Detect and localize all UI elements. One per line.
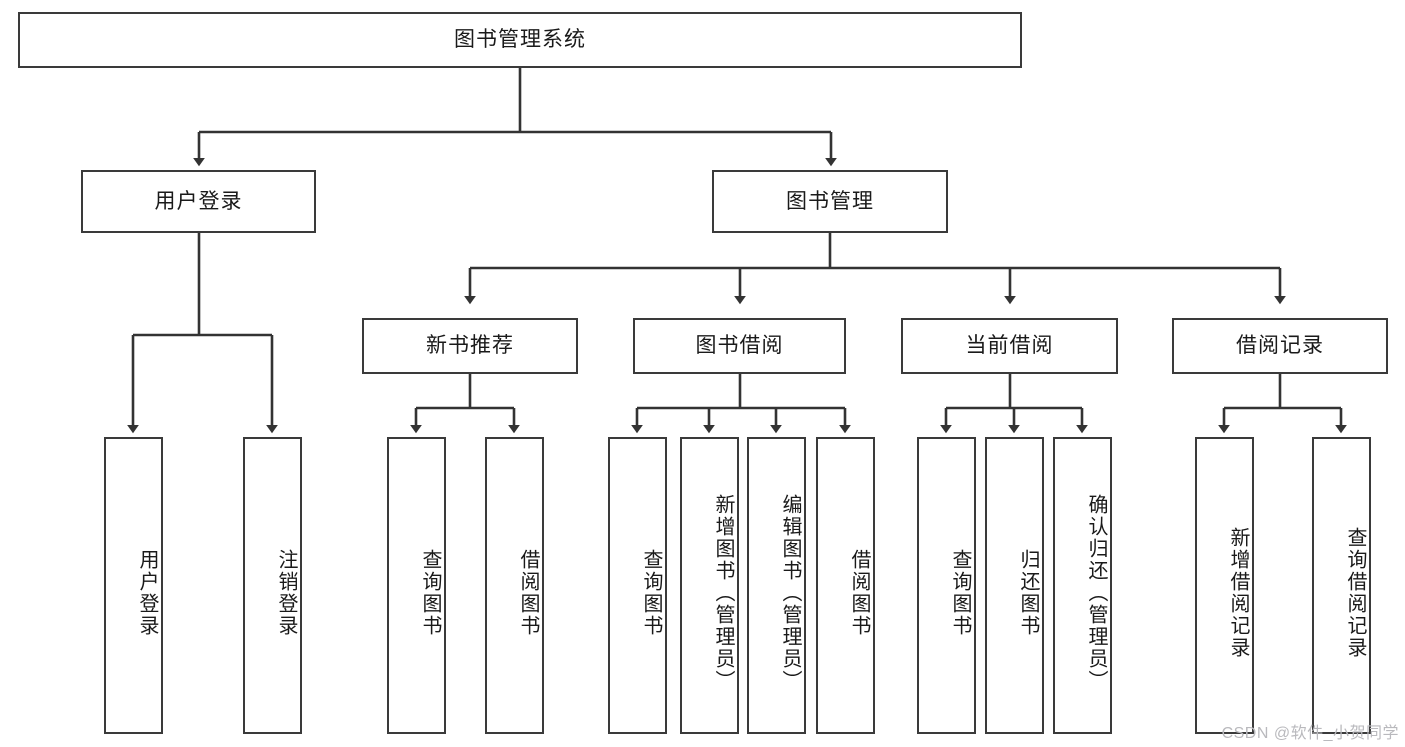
leaf-logout[interactable]: 注销登录 [243, 437, 302, 734]
leaf-query-book-3[interactable]: 查询图书 [917, 437, 976, 734]
leaf-edit-book-admin[interactable]: 编辑图书（管理员） [747, 437, 806, 734]
leaf-query-book-1[interactable]: 查询图书 [387, 437, 446, 734]
leaf-borrow-book-2[interactable]: 借阅图书 [816, 437, 875, 734]
node-root-library-system[interactable]: 图书管理系统 [18, 12, 1022, 68]
node-current-borrow[interactable]: 当前借阅 [901, 318, 1118, 374]
node-new-book-recommend[interactable]: 新书推荐 [362, 318, 578, 374]
node-user-login[interactable]: 用户登录 [81, 170, 316, 233]
node-book-borrow[interactable]: 图书借阅 [633, 318, 846, 374]
leaf-query-borrow-record[interactable]: 查询借阅记录 [1312, 437, 1371, 734]
watermark-text: CSDN @软件_小贺同学 [1221, 725, 1399, 742]
leaf-return-book[interactable]: 归还图书 [985, 437, 1044, 734]
leaf-query-book-2[interactable]: 查询图书 [608, 437, 667, 734]
leaf-confirm-return-admin[interactable]: 确认归还（管理员） [1053, 437, 1112, 734]
node-borrow-record[interactable]: 借阅记录 [1172, 318, 1388, 374]
leaf-add-book-admin[interactable]: 新增图书（管理员） [680, 437, 739, 734]
leaf-user-login[interactable]: 用户登录 [104, 437, 163, 734]
leaf-add-borrow-record[interactable]: 新增借阅记录 [1195, 437, 1254, 734]
leaf-borrow-book-1[interactable]: 借阅图书 [485, 437, 544, 734]
node-book-management[interactable]: 图书管理 [712, 170, 948, 233]
